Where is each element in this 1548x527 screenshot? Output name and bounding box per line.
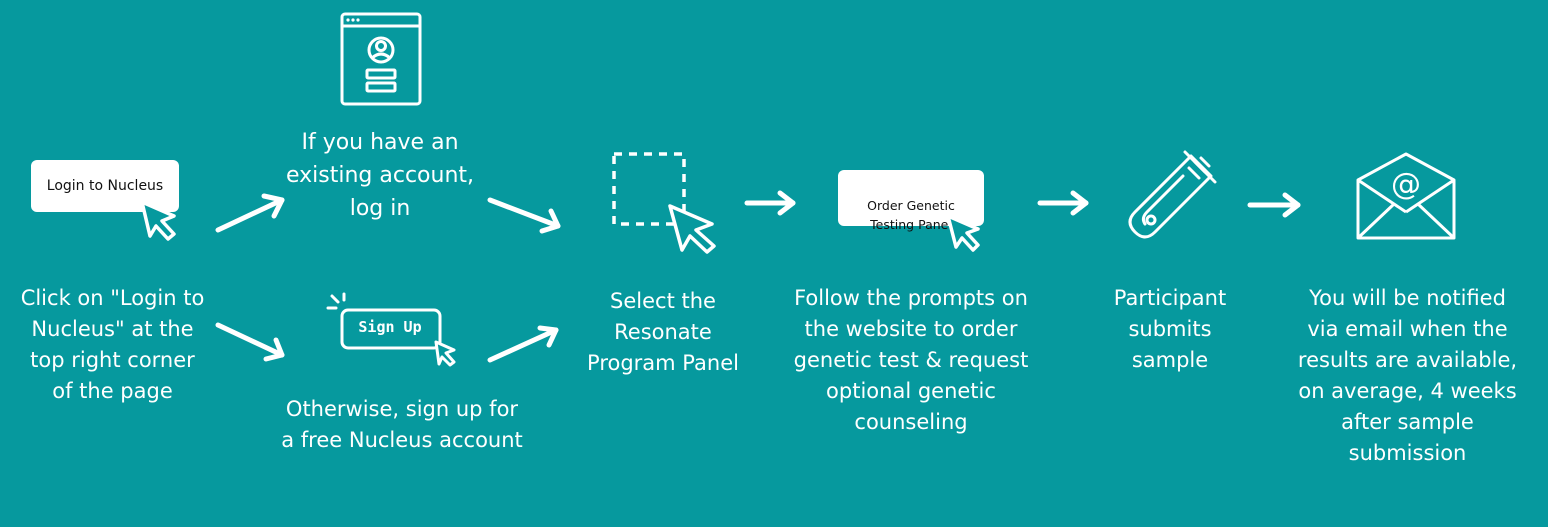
arrow-existing-to-select — [487, 197, 561, 234]
arrow-sample-to-notify — [1247, 192, 1301, 218]
login-caption: Click on "Login to Nucleus" at the top r… — [20, 286, 205, 403]
select-panel-caption: Select the Resonate Program Panel — [587, 289, 739, 375]
arrow-login-to-existing — [215, 193, 285, 233]
sign-up-button-icon — [326, 292, 456, 367]
dashed-selection-icon — [612, 152, 716, 254]
cursor-pointer-icon — [140, 200, 176, 241]
login-to-nucleus-button[interactable]: Login to Nucleus — [31, 160, 179, 212]
cursor-pointer-icon — [946, 214, 980, 252]
arrow-select-to-order — [744, 190, 796, 216]
arrow-signup-to-select — [487, 325, 559, 363]
order-genetic-testing-panel-button[interactable]: Order Genetic Testing Panel — [838, 170, 984, 232]
email-envelope-icon: @ — [1356, 152, 1456, 240]
order-caption: Follow the prompts on the website to ord… — [793, 286, 1029, 434]
test-tube-icon — [1128, 150, 1217, 239]
signup-caption: Otherwise, sign up for a free Nucleus ac… — [281, 397, 523, 452]
at-symbol-icon: @ — [1391, 167, 1421, 202]
arrow-order-to-sample — [1037, 190, 1089, 216]
order-button-label: Order Genetic Testing Panel — [867, 198, 955, 232]
login-button-label: Login to Nucleus — [46, 178, 164, 194]
sample-caption: Participant submits sample — [1113, 286, 1227, 372]
notify-caption: You will be notified via email when the … — [1297, 286, 1518, 465]
arrow-login-to-signup — [215, 322, 285, 362]
existing-account-caption: If you have an existing account, log in — [285, 130, 475, 221]
sign-up-label: Sign Up — [358, 318, 422, 336]
login-window-icon — [340, 12, 422, 106]
